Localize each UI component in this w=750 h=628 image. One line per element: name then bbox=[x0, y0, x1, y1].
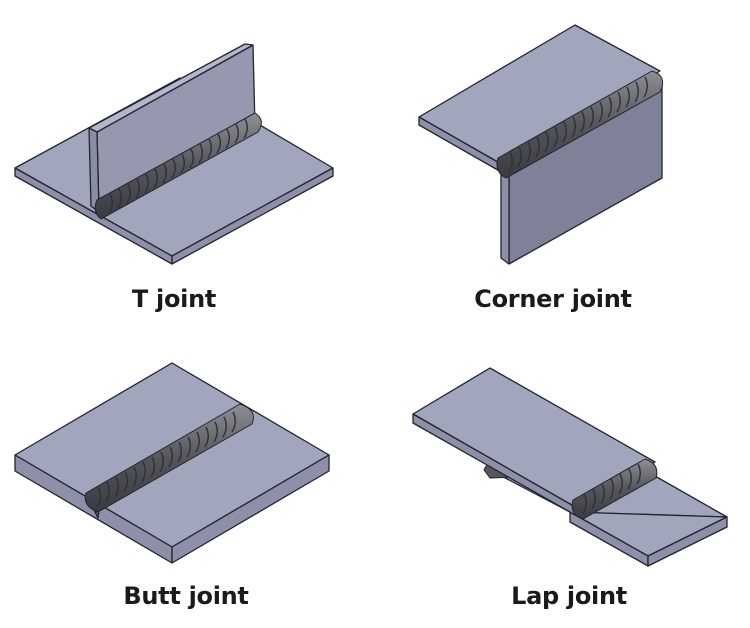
corner-joint-figure bbox=[418, 24, 664, 265]
lap-weld-ripples bbox=[582, 463, 641, 515]
t-joint-label: T joint bbox=[131, 285, 217, 313]
lap-lower-side bbox=[647, 516, 728, 567]
corner-vertical-edge bbox=[500, 169, 510, 265]
corner-weld-ripples bbox=[508, 76, 648, 173]
t-weld-ripples bbox=[108, 118, 248, 214]
corner-joint-label: Corner joint bbox=[474, 285, 632, 313]
lap-weld-bead bbox=[571, 458, 658, 520]
butt-plate-side bbox=[171, 454, 330, 564]
t-base-side bbox=[171, 167, 334, 265]
butt-joint-label: Butt joint bbox=[123, 582, 249, 610]
lap-joint-figure bbox=[412, 367, 728, 567]
butt-weld-ripples bbox=[96, 411, 236, 508]
lap-joint-label: Lap joint bbox=[511, 582, 627, 610]
butt-joint-figure bbox=[14, 362, 330, 564]
t-joint-figure bbox=[14, 43, 334, 265]
